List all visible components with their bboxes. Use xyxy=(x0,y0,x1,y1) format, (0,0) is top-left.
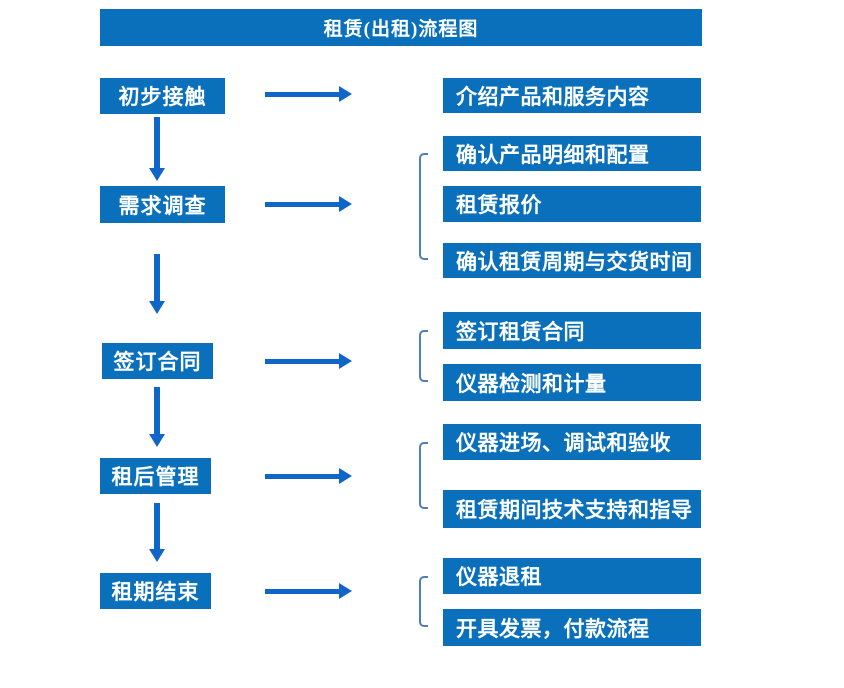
arrow-head xyxy=(149,549,165,562)
arrow-shaft xyxy=(154,503,160,550)
arrow-head xyxy=(339,86,352,102)
detail-box-sign-rental-contract: 签订租赁合同 xyxy=(443,312,701,349)
detail-box-tech-support: 租赁期间技术支持和指导 xyxy=(443,490,701,528)
detail-box-invoice-payment: 开具发票，付款流程 xyxy=(443,609,701,646)
arrow-head xyxy=(339,468,352,484)
arrow-shaft xyxy=(265,358,340,364)
flowchart-title: 租赁(出租)流程图 xyxy=(100,9,702,46)
arrow-head xyxy=(339,196,352,212)
arrow-shaft xyxy=(154,254,160,302)
arrow-head xyxy=(149,168,165,181)
detail-box-instrument-return: 仪器退租 xyxy=(443,558,701,594)
arrow-shaft xyxy=(265,201,340,207)
right-arrow-icon xyxy=(265,85,352,103)
arrow-shaft xyxy=(265,588,340,594)
step-box-sign-contract: 签订合同 xyxy=(102,343,213,379)
detail-box-introduce-products: 介绍产品和服务内容 xyxy=(443,78,701,113)
detail-box-confirm-product-details: 确认产品明细和配置 xyxy=(443,136,701,171)
group-bracket xyxy=(419,153,428,260)
step-box-demand-survey: 需求调查 xyxy=(100,186,225,223)
group-bracket xyxy=(419,330,428,382)
down-arrow-icon xyxy=(148,503,166,562)
arrow-shaft xyxy=(154,387,160,435)
detail-box-instrument-setup: 仪器进场、调试和验收 xyxy=(443,424,701,460)
down-arrow-icon xyxy=(148,117,166,181)
right-arrow-icon xyxy=(265,352,352,370)
detail-box-instrument-inspection: 仪器检测和计量 xyxy=(443,364,701,401)
arrow-head xyxy=(149,301,165,314)
arrow-head xyxy=(339,583,352,599)
arrow-shaft xyxy=(265,473,340,479)
right-arrow-icon xyxy=(265,582,352,600)
detail-box-rental-quote: 租赁报价 xyxy=(443,186,701,222)
detail-box-confirm-rental-period: 确认租赁周期与交货时间 xyxy=(443,243,701,278)
arrow-shaft xyxy=(154,117,160,169)
arrow-head xyxy=(149,434,165,447)
group-bracket xyxy=(419,442,428,509)
right-arrow-icon xyxy=(265,467,352,485)
down-arrow-icon xyxy=(148,254,166,314)
right-arrow-icon xyxy=(265,195,352,213)
group-bracket xyxy=(419,576,428,627)
down-arrow-icon xyxy=(148,387,166,447)
arrow-shaft xyxy=(265,91,340,97)
arrow-head xyxy=(339,353,352,369)
step-box-post-rental-management: 租后管理 xyxy=(100,458,211,494)
step-box-initial-contact: 初步接触 xyxy=(100,78,225,114)
step-box-rental-end: 租期结束 xyxy=(100,573,211,609)
